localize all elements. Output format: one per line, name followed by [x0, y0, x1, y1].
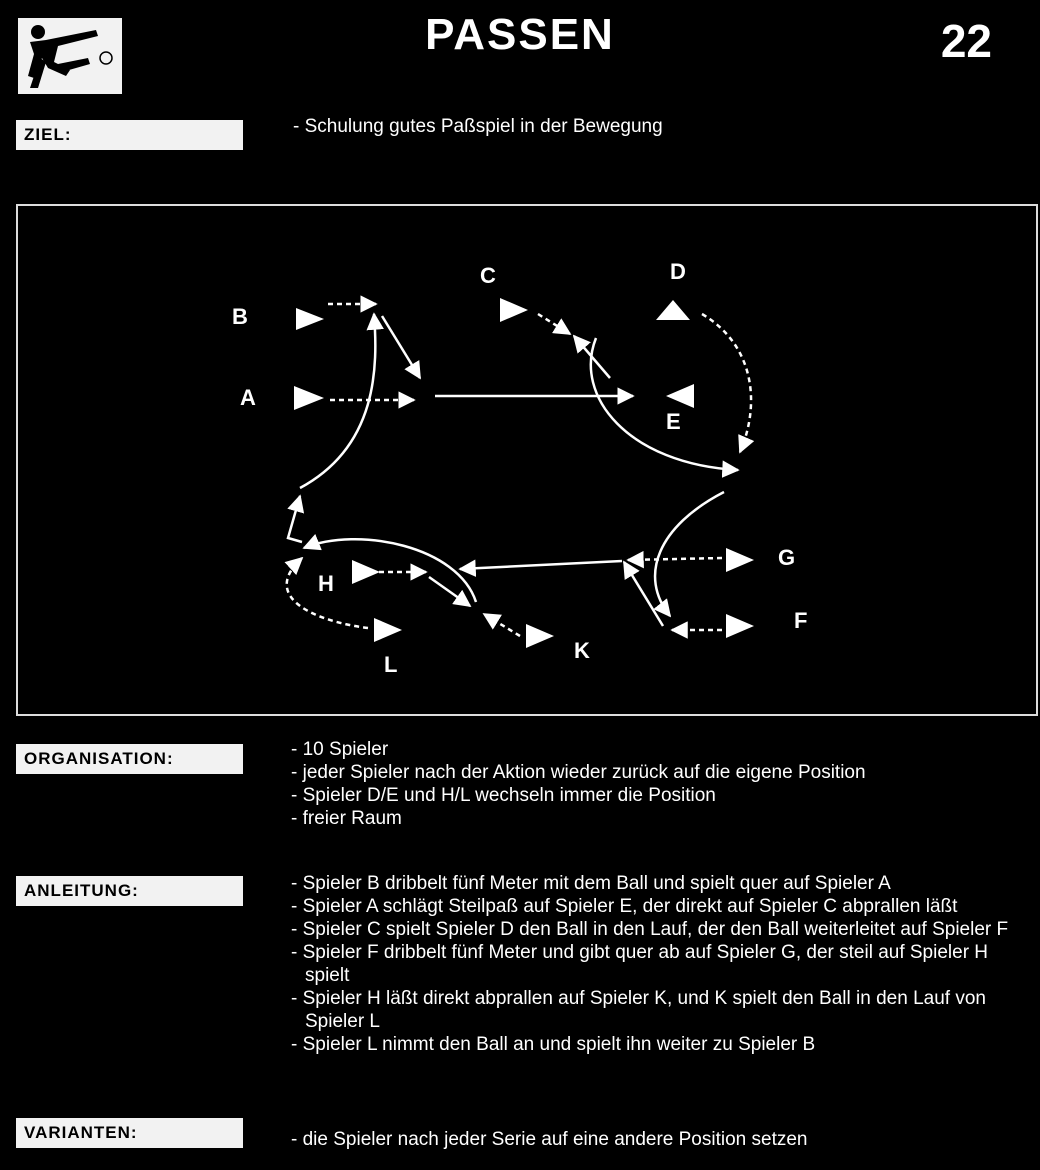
player-b-marker: [296, 308, 324, 330]
player-l-marker: [374, 618, 402, 642]
player-label-e: E: [666, 409, 681, 434]
player-f-marker: [726, 614, 754, 638]
ziel-text: - Schulung gutes Paßspiel in der Bewegun…: [293, 116, 663, 137]
soccer-player-kicking-icon: [18, 18, 122, 94]
player-label-g: G: [778, 545, 795, 570]
list-item: - die Spieler nach jeder Serie auf eine …: [291, 1129, 808, 1150]
player-a-marker: [294, 386, 324, 410]
list-item: - Spieler F dribbelt fünf Meter und gibt…: [291, 942, 989, 986]
player-label-d: D: [670, 259, 686, 284]
player-e-marker: [666, 384, 694, 408]
list-item: - Spieler A schlägt Steilpaß auf Spieler…: [291, 896, 958, 917]
page-title: PASSEN: [425, 10, 615, 59]
list-item: - 10 Spieler: [291, 739, 389, 760]
exercise-diagram: B A C D E G F H L K: [16, 204, 1038, 716]
player-label-b: B: [232, 304, 248, 329]
list-item: - freier Raum: [291, 808, 402, 829]
organisation-list: - 10 Spieler - jeder Spieler nach der Ak…: [291, 738, 1031, 830]
ziel-label: ZIEL:: [16, 120, 243, 150]
anleitung-list: - Spieler B dribbelt fünf Meter mit dem …: [291, 872, 1031, 1056]
player-c-marker: [500, 298, 528, 322]
player-d-marker: [656, 300, 690, 320]
player-label-l: L: [384, 652, 397, 677]
player-label-a: A: [240, 385, 256, 410]
list-item: - Spieler H läßt direkt abprallen auf Sp…: [291, 988, 986, 1032]
organisation-label: ORGANISATION:: [16, 744, 243, 774]
list-item: - Spieler B dribbelt fünf Meter mit dem …: [291, 873, 891, 894]
list-item: - Spieler C spielt Spieler D den Ball in…: [291, 919, 1009, 940]
anleitung-label: ANLEITUNG:: [16, 876, 243, 906]
player-g-marker: [726, 548, 754, 572]
list-item: - Spieler D/E und H/L wechseln immer die…: [291, 785, 716, 806]
varianten-list: - die Spieler nach jeder Serie auf eine …: [291, 1128, 1031, 1151]
list-item: - jeder Spieler nach der Aktion wieder z…: [291, 762, 866, 783]
player-label-k: K: [574, 638, 590, 663]
player-label-f: F: [794, 608, 807, 633]
exercise-number: 22: [940, 15, 992, 67]
list-item: - Spieler L nimmt den Ball an und spielt…: [291, 1034, 816, 1055]
player-label-c: C: [480, 263, 496, 288]
player-h-marker: [352, 560, 380, 584]
varianten-label: VARIANTEN:: [16, 1118, 243, 1148]
player-k-marker: [526, 624, 554, 648]
player-label-h: H: [318, 571, 334, 596]
